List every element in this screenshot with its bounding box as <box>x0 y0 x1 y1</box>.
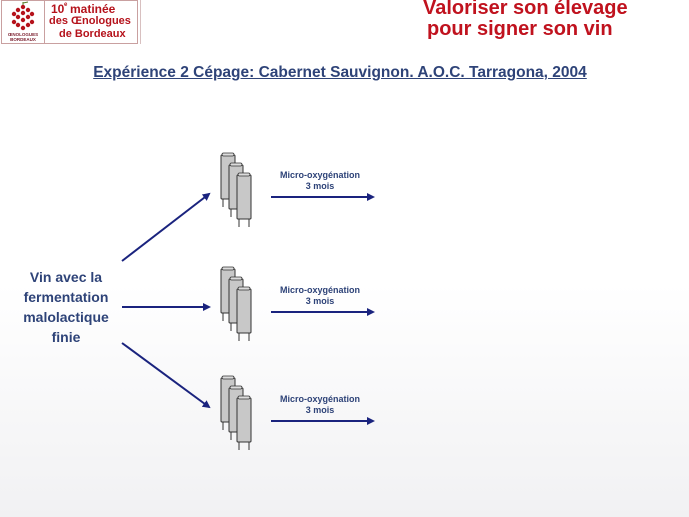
matinee-number: 10 <box>51 2 65 16</box>
process-label-1: Micro-oxygénation 3 mois <box>260 170 380 192</box>
process-label-1-line-1: Micro-oxygénation <box>279 170 360 180</box>
header: ŒNOLOGUES BORDEAUX 10 e matinée des Œnol… <box>0 0 689 46</box>
tank-group-1 <box>220 152 252 228</box>
oenologues-logo: ŒNOLOGUES BORDEAUX <box>1 0 45 44</box>
matinee-line-3: de Bordeaux <box>59 28 126 40</box>
process-label-3-line-1: Micro-oxygénation <box>279 394 360 404</box>
process-label-2-line-1: Micro-oxygénation <box>279 285 360 295</box>
matinee-word: matinée <box>70 2 116 16</box>
matinee-badge: 10 e matinée des Œnologues de Bordeaux <box>44 0 138 44</box>
grape-cluster-icon <box>11 1 35 31</box>
slide-title: Expérience 2 Cépage: Cabernet Sauvignon.… <box>93 64 587 81</box>
matinee-suffix: e <box>64 2 68 8</box>
matinee-line-2: des Œnologues <box>49 15 131 27</box>
tank-icon <box>236 395 252 451</box>
header-divider <box>140 0 141 44</box>
tank-group-3 <box>220 375 252 451</box>
source-wine-label: Vin avec la fermentation malolactique fi… <box>23 269 109 345</box>
process-label-2-line-2: 3 mois <box>305 296 335 306</box>
tank-icon <box>236 172 252 228</box>
branch-arrow-3 <box>121 342 211 409</box>
process-label-3-line-2: 3 mois <box>305 405 335 415</box>
tank-icon <box>236 286 252 342</box>
branch-arrow-1 <box>121 192 211 262</box>
process-label-2: Micro-oxygénation 3 mois <box>260 285 380 307</box>
logo-caption: ŒNOLOGUES BORDEAUX <box>7 32 39 42</box>
presentation-title-line-2: pour signer son vin <box>427 18 613 40</box>
presentation-title-line-1: Valoriser son élevage <box>423 0 628 19</box>
presentation-title: Valoriser son élevage pour signer son vi… <box>423 0 689 40</box>
process-label-1-line-2: 3 mois <box>305 181 335 191</box>
tank-group-2 <box>220 266 252 342</box>
process-label-3: Micro-oxygénation 3 mois <box>260 394 380 416</box>
